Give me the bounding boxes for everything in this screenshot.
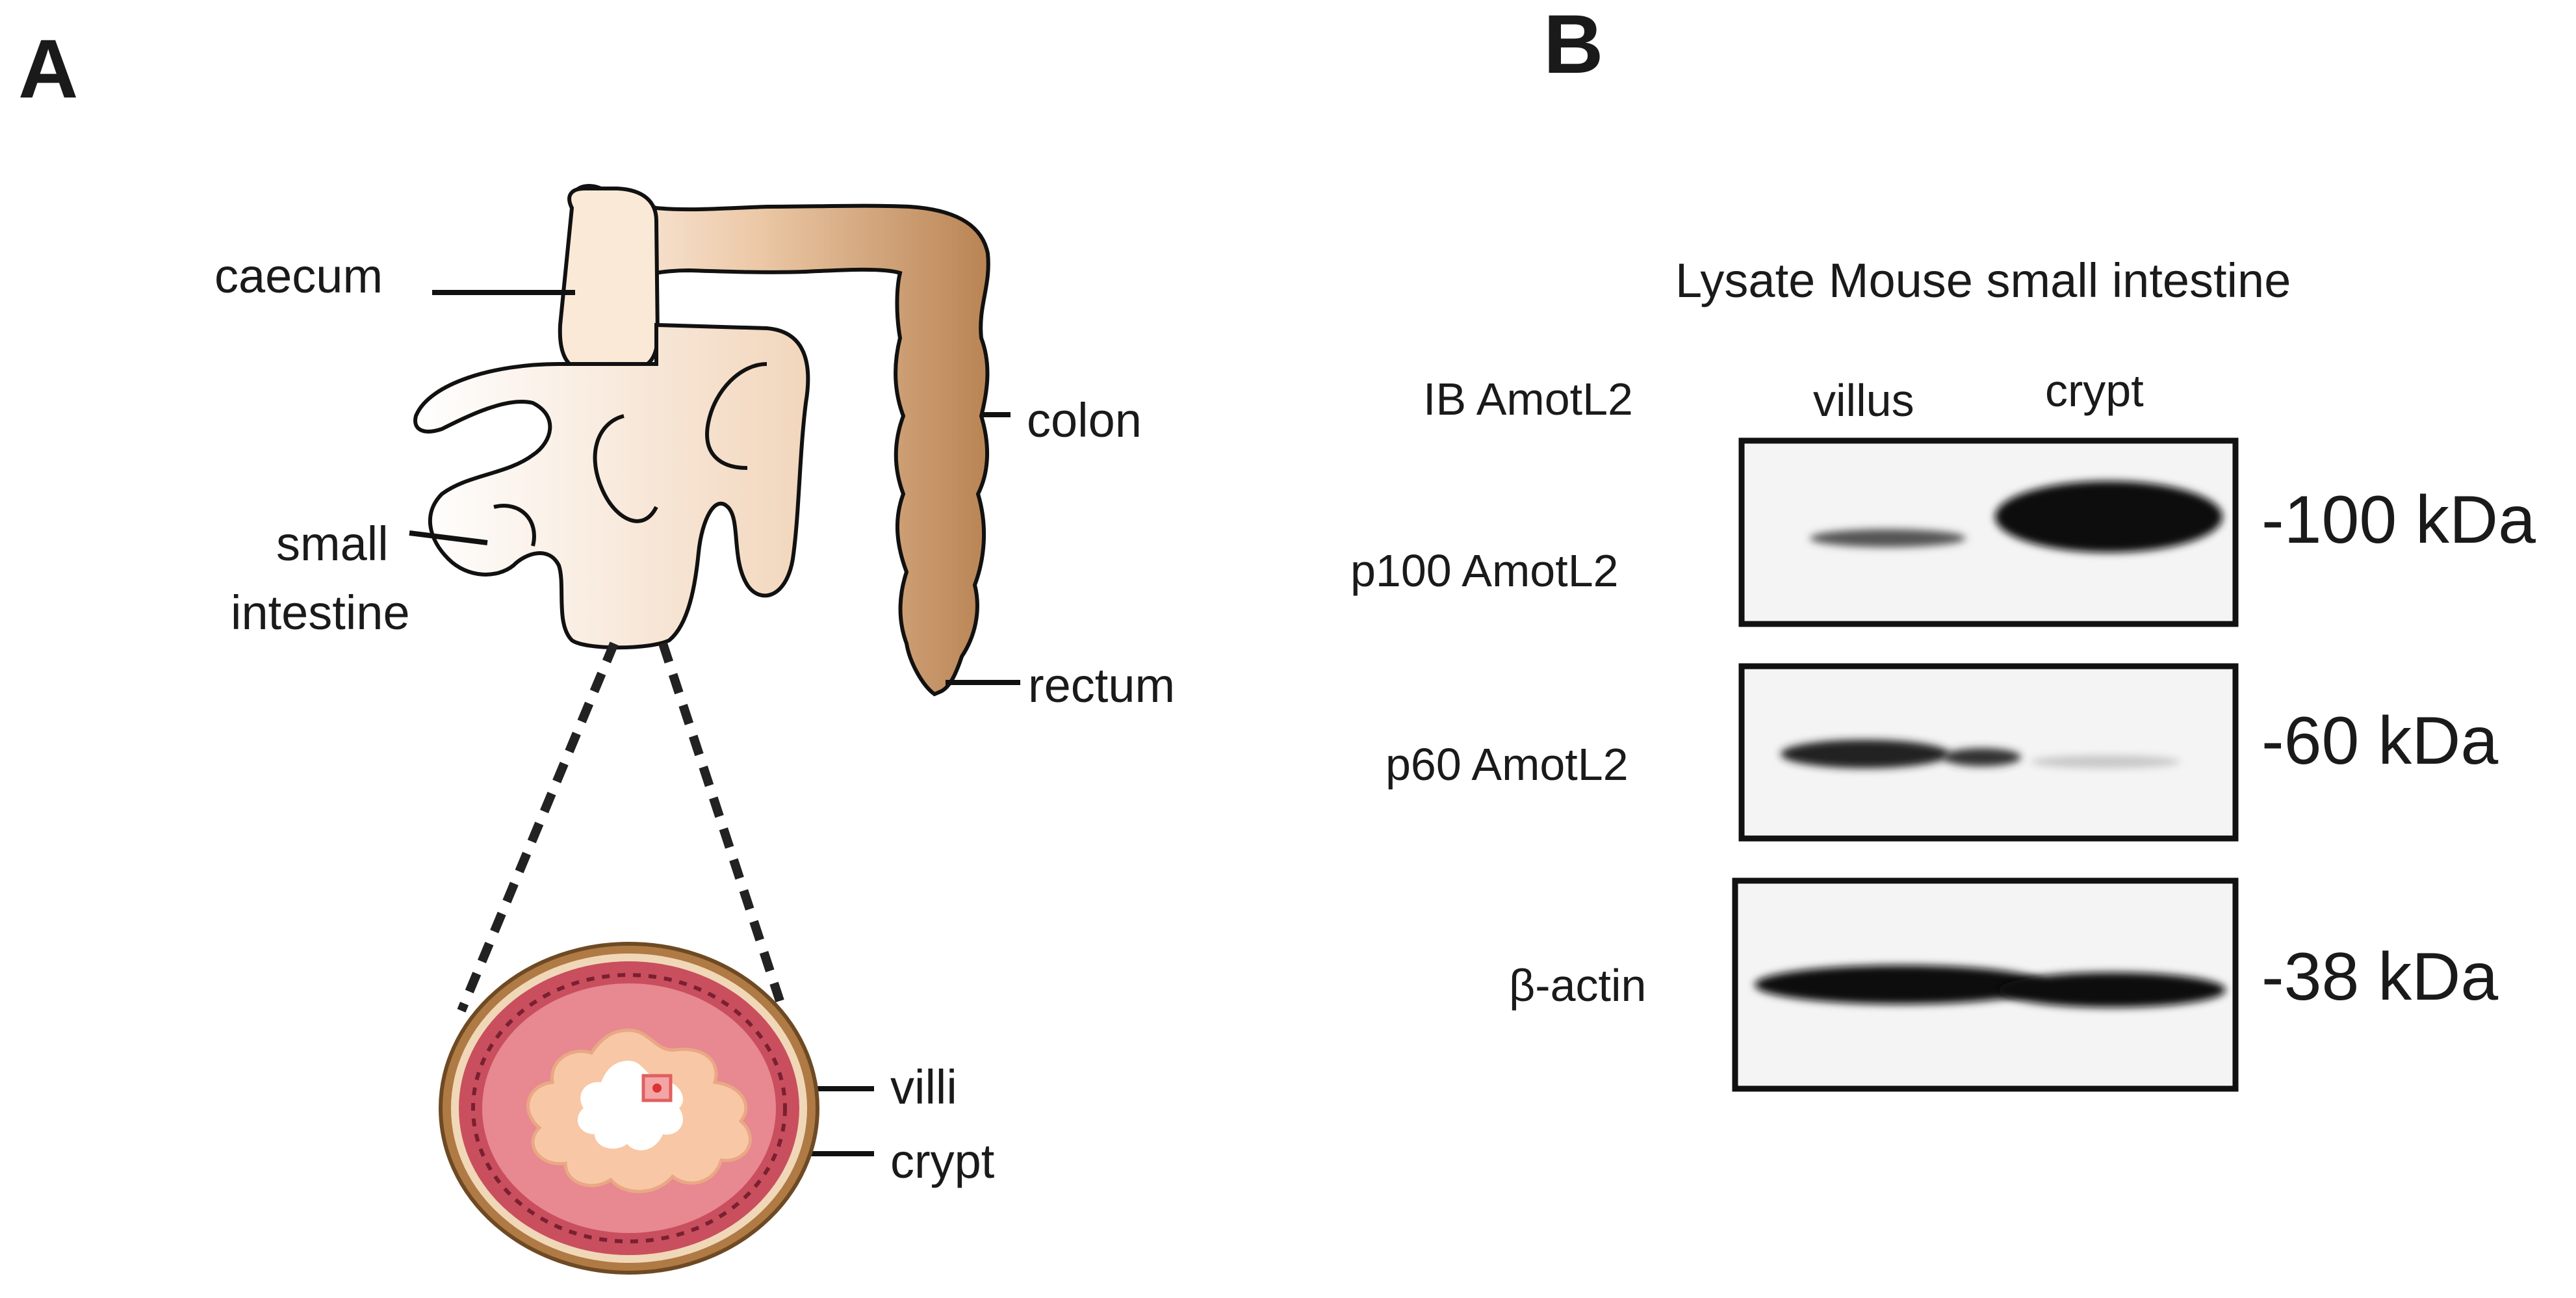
band-p60-villus [1781,740,1950,768]
label-small: small [276,517,389,571]
band-p60-villus-tail [1943,748,2021,766]
blot-p100 [1738,437,2239,627]
label-colon: colon [1027,393,1142,447]
row-label-p100: p100 AmotL2 [1350,545,1619,596]
zoom-line-right [658,642,784,1003]
band-actin-villus [1755,965,2047,1004]
blot-title: Lysate Mouse small intestine [1675,253,2291,307]
label-intestine: intestine [231,586,410,640]
band-p100-crypt [1995,481,2222,552]
row-label-actin: β-actin [1509,960,1646,1011]
marker-100kda: -100 kDa [2261,482,2536,558]
small-intestine-leader [409,530,488,545]
zoom-line-left [457,642,619,1013]
label-crypt: crypt [890,1134,995,1188]
band-p100-villus [1810,529,1966,547]
row-label-p60: p60 AmotL2 [1385,739,1629,790]
gut-illustration [413,184,990,1013]
small-intestine-shape [413,322,810,650]
lane-label-crypt: crypt [2045,365,2144,416]
marker-60kda: -60 kDa [2261,703,2498,779]
intestine-cross-section [439,942,819,1275]
panel-b-letter: B [1543,0,1603,91]
label-villi: villi [890,1060,957,1114]
panel-b: B Lysate Mouse small intestine IB AmotL2… [1350,0,2536,1092]
label-caecum: caecum [214,249,383,303]
blot-actin [1732,877,2239,1092]
muscle-dash [471,973,787,1243]
blot-p60 [1738,663,2239,842]
label-rectum: rectum [1028,658,1175,712]
villus-highlight-dot [652,1084,662,1093]
panel-a: A caecum colon small intestine [18,23,1175,1275]
lane-label-villus: villus [1813,375,1914,426]
panel-a-letter: A [18,23,78,116]
band-actin-crypt [1998,972,2226,1007]
small-intestine-folds [493,362,767,547]
marker-38kda: -38 kDa [2261,939,2498,1015]
ib-label: IB AmotL2 [1423,374,1633,424]
caecum-shape [558,187,660,372]
band-p60-crypt [2031,755,2180,768]
